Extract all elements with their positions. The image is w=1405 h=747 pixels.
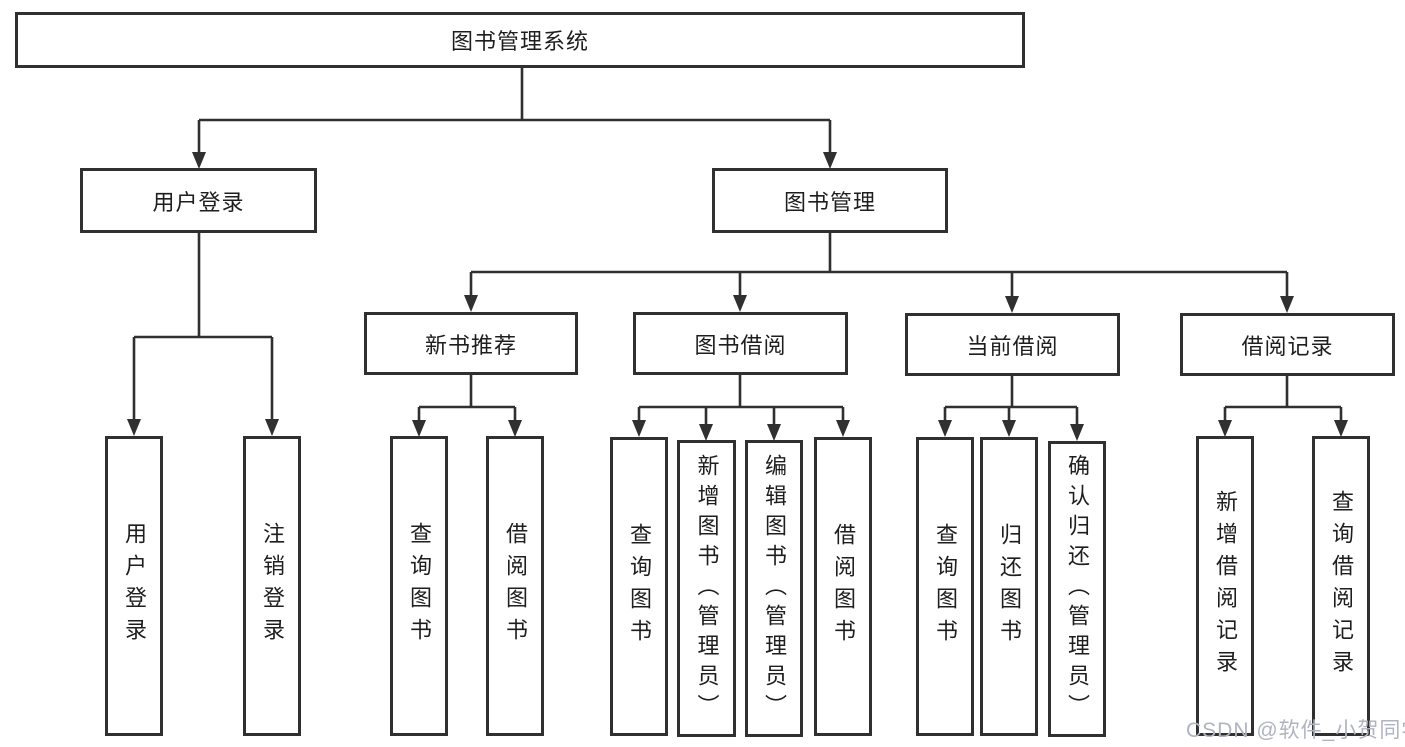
leaf-query-book-borrow: 查询图书 xyxy=(610,437,668,736)
leaf-borrow-book-label: 借阅图书 xyxy=(831,522,856,651)
leaf-query-book-current: 查询图书 xyxy=(916,437,974,736)
leaf-return-book-label: 归还图书 xyxy=(997,522,1022,651)
leaf-add-book-admin-label: 新增图书（管理员） xyxy=(694,453,720,724)
leaf-borrow-book-recommend-label: 借阅图书 xyxy=(503,522,528,650)
leaf-add-borrow-record: 新增借阅记录 xyxy=(1196,436,1254,736)
leaf-logout: 注销登录 xyxy=(243,436,301,736)
leaf-query-borrow-record: 查询借阅记录 xyxy=(1312,436,1370,736)
leaf-query-borrow-record-label: 查询借阅记录 xyxy=(1329,490,1354,682)
node-borrow-records: 借阅记录 xyxy=(1180,313,1395,376)
node-book-borrow: 图书借阅 xyxy=(633,312,848,375)
leaf-edit-book-admin-label: 编辑图书（管理员） xyxy=(762,453,787,724)
node-user-login-label: 用户登录 xyxy=(152,189,245,215)
leaf-confirm-return-admin: 确认归还（管理员） xyxy=(1048,441,1106,737)
leaf-query-book-current-label: 查询图书 xyxy=(933,522,958,651)
node-library-system-label: 图书管理系统 xyxy=(450,29,589,54)
leaf-query-book-recommend-label: 查询图书 xyxy=(407,522,432,650)
leaf-user-login: 用户登录 xyxy=(105,436,163,736)
node-book-management-label: 图书管理 xyxy=(783,189,876,215)
leaf-edit-book-admin: 编辑图书（管理员） xyxy=(745,440,803,737)
leaf-return-book: 归还图书 xyxy=(980,437,1038,736)
node-current-borrow-label: 当前借阅 xyxy=(966,333,1059,359)
node-book-borrow-label: 图书借阅 xyxy=(694,332,787,358)
leaf-user-login-label: 用户登录 xyxy=(122,522,147,650)
watermark: CSDN @软件_小贺同学 xyxy=(1186,719,1405,742)
node-current-borrow: 当前借阅 xyxy=(905,313,1120,376)
node-borrow-records-label: 借阅记录 xyxy=(1241,333,1334,359)
node-library-system: 图书管理系统 xyxy=(15,12,1025,68)
leaf-add-book-admin: 新增图书（管理员） xyxy=(677,440,736,737)
node-user-login: 用户登录 xyxy=(80,168,317,233)
leaf-borrow-book: 借阅图书 xyxy=(814,437,872,736)
leaf-query-book-recommend: 查询图书 xyxy=(390,436,448,736)
leaf-borrow-book-recommend: 借阅图书 xyxy=(486,436,544,736)
leaf-logout-label: 注销登录 xyxy=(260,522,285,650)
leaf-add-borrow-record-label: 新增借阅记录 xyxy=(1213,490,1238,682)
node-new-book-recommend: 新书推荐 xyxy=(364,312,578,375)
leaf-query-book-borrow-label: 查询图书 xyxy=(627,522,652,651)
node-new-book-recommend-label: 新书推荐 xyxy=(424,332,517,358)
node-book-management: 图书管理 xyxy=(712,168,948,233)
leaf-confirm-return-admin-label: 确认归还（管理员） xyxy=(1065,454,1090,724)
